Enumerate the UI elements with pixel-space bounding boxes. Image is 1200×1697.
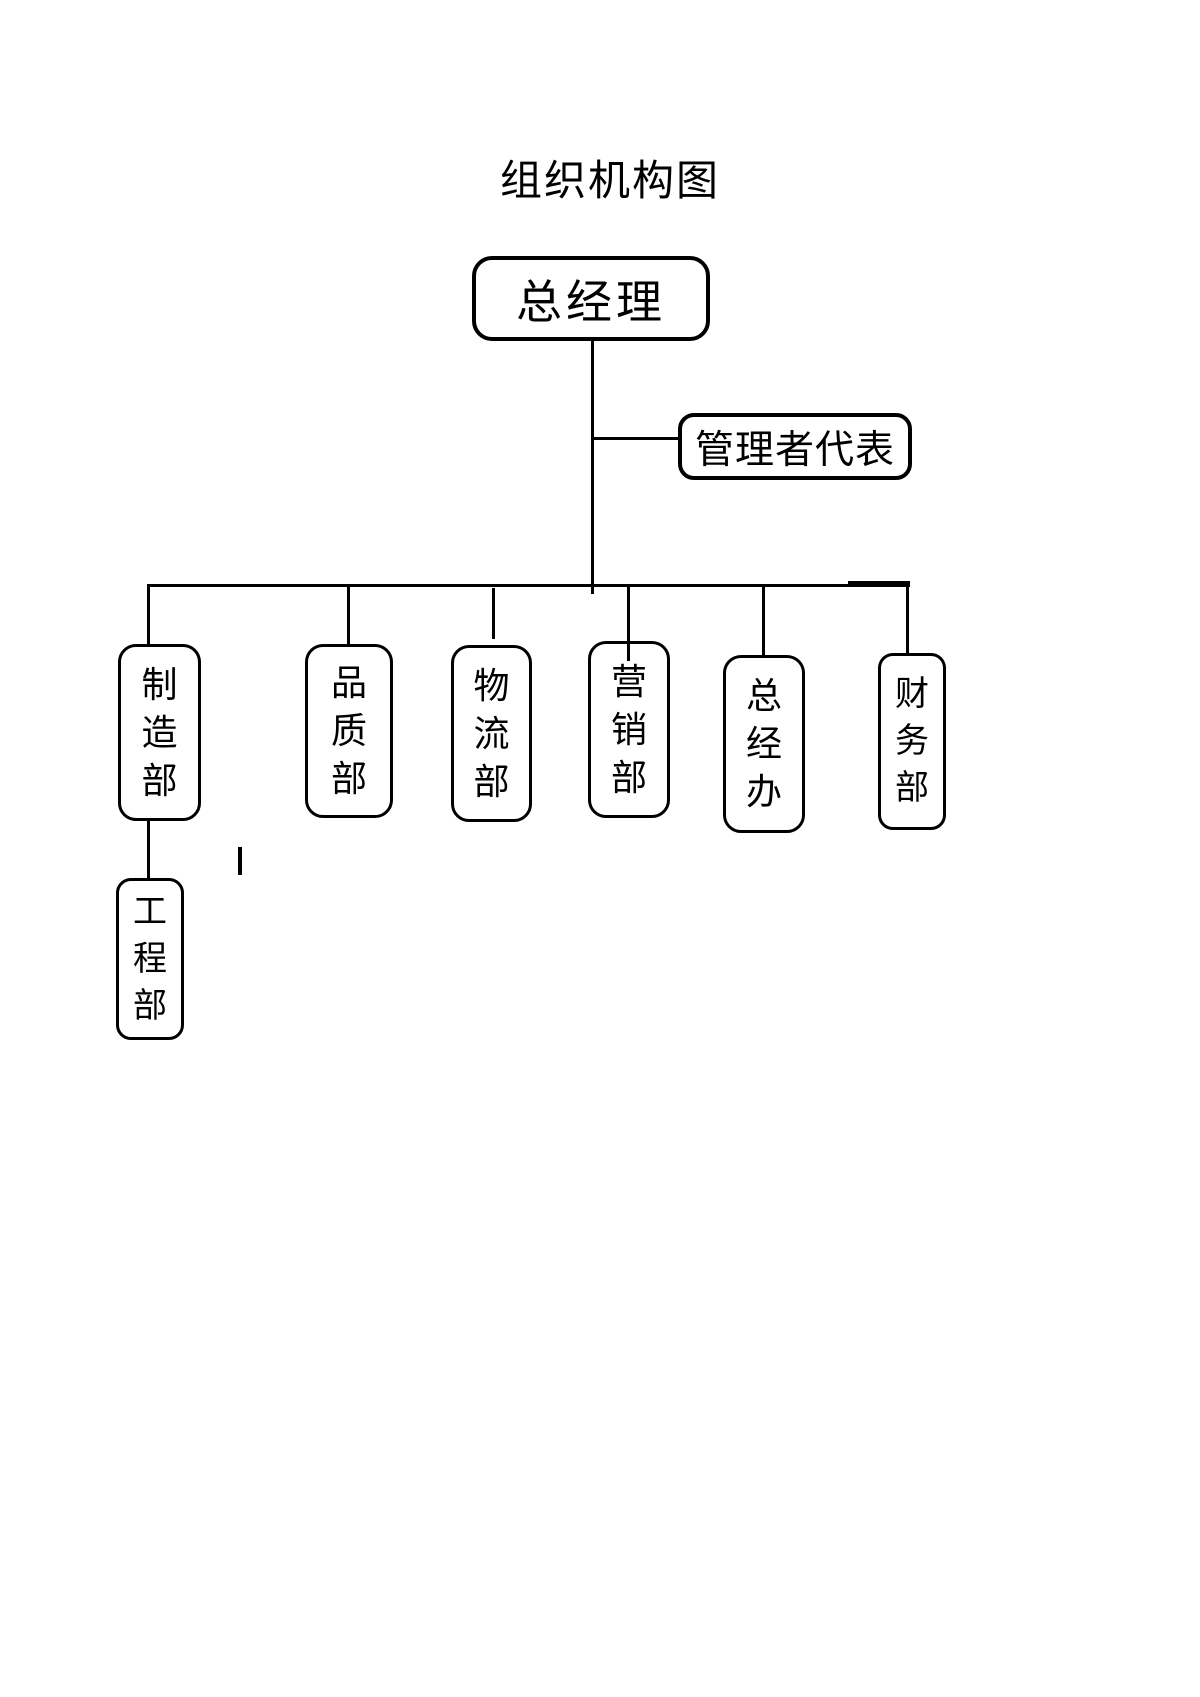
connector-horizontal-overlap-segment	[848, 581, 910, 584]
node-quality-dept: 品质部	[305, 644, 393, 818]
connector-drop-gm-office	[762, 584, 765, 658]
node-logistics-dept: 物流部	[451, 645, 532, 822]
node-general-manager: 总经理	[472, 256, 710, 341]
node-engineering-dept: 工程部	[116, 878, 184, 1040]
connector-drop-manufacturing	[147, 584, 150, 644]
node-manufacturing-dept: 制造部	[118, 644, 201, 821]
node-gm-office: 总经办	[723, 655, 805, 833]
node-finance-dept-label: 财务部	[895, 676, 929, 807]
connector-drop-finance	[906, 584, 909, 653]
node-engineering-dept-label: 工程部	[133, 893, 167, 1025]
connector-drop-logistics	[492, 588, 495, 639]
node-marketing-dept: 营销部	[588, 641, 670, 818]
node-logistics-dept-label: 物流部	[473, 665, 510, 802]
connector-departments-horizontal	[147, 584, 910, 587]
node-finance-dept: 财务部	[878, 653, 946, 830]
node-quality-dept-label: 品质部	[330, 663, 367, 799]
node-manufacturing-dept-label: 制造部	[141, 664, 178, 801]
stray-vertical-mark	[238, 847, 242, 875]
connector-gm-trunk-vertical	[591, 341, 594, 594]
connector-drop-marketing	[627, 584, 630, 661]
diagram-title: 组织机构图	[499, 159, 720, 205]
node-general-manager-label: 总经理	[516, 276, 666, 328]
node-management-representative: 管理者代表	[678, 413, 912, 480]
node-gm-office-label: 总经办	[745, 676, 782, 812]
connector-drop-quality	[347, 584, 350, 644]
node-marketing-dept-label: 营销部	[610, 661, 647, 798]
connector-management-rep-branch	[592, 437, 678, 440]
connector-manufacturing-engineering	[147, 821, 150, 878]
node-management-representative-label: 管理者代表	[694, 428, 895, 472]
